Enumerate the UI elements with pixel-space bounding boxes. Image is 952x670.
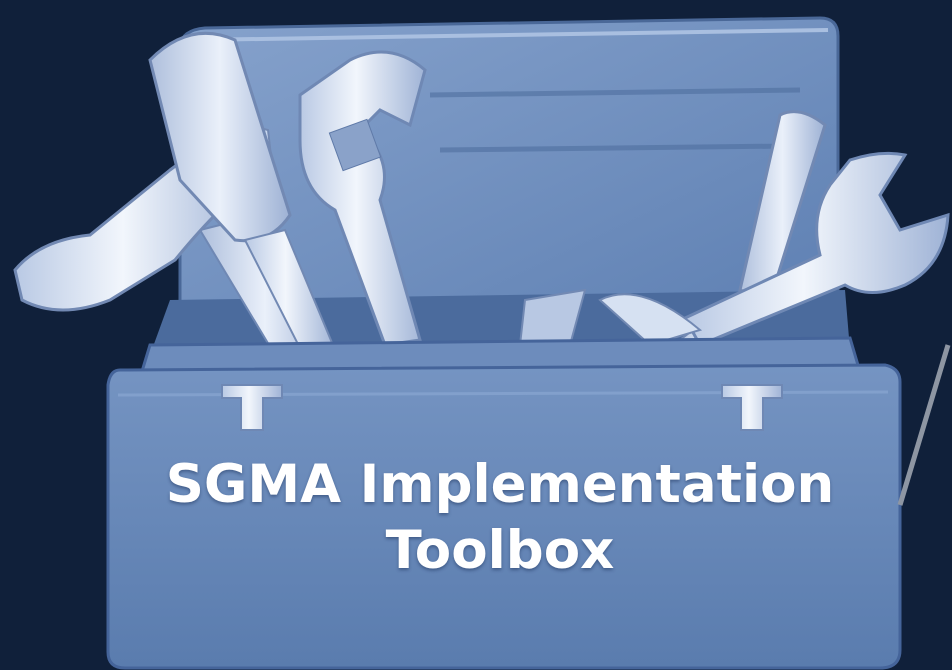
title-line-1: SGMA Implementation: [165, 454, 835, 515]
wrench-icon: [298, 50, 427, 347]
title-line-2: Toolbox: [385, 520, 615, 582]
latch-icon: [221, 384, 283, 431]
page-title: SGMA Implementation Toolbox: [110, 452, 890, 585]
wrench-icon: [518, 151, 950, 347]
connector-line: [897, 344, 951, 506]
toolbox-body: [106, 336, 902, 670]
latch-icon: [721, 384, 783, 431]
